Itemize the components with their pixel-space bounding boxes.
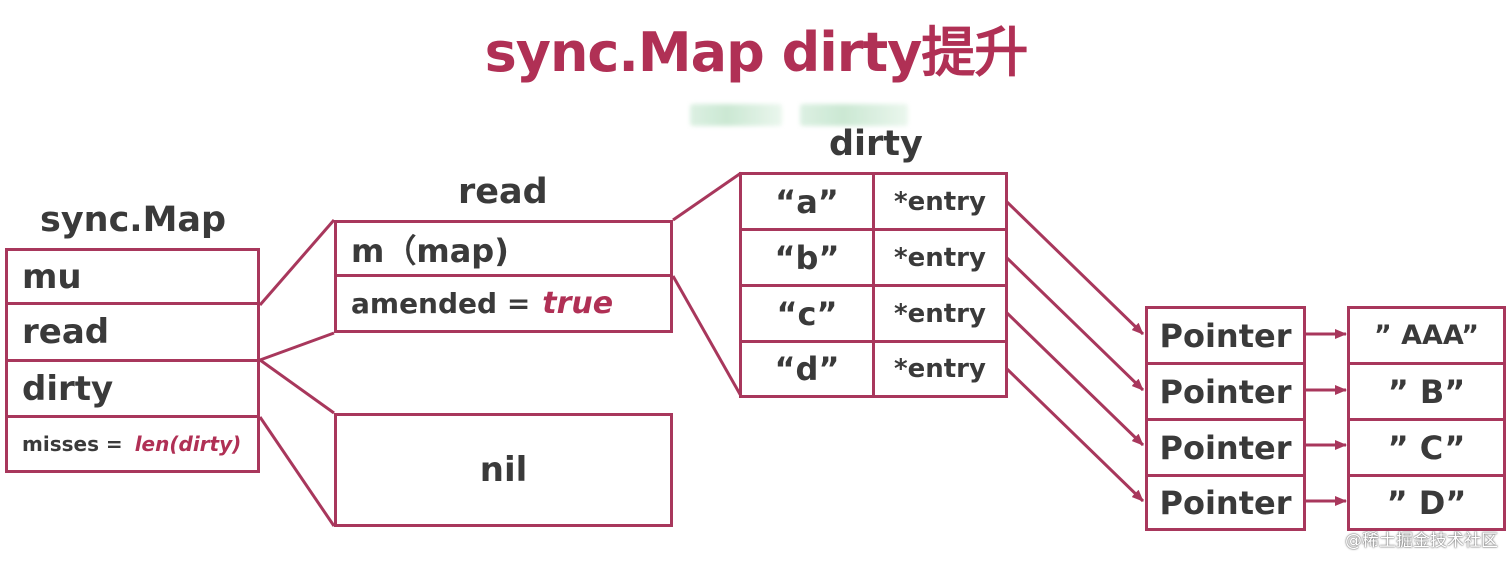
entry-text: *entry (894, 298, 986, 329)
read-field-m: m（map) (334, 220, 673, 277)
diagram-title: sync.Map dirty提升 (484, 21, 1029, 84)
pointer-box: Pointer (1145, 474, 1306, 531)
blurred-region (800, 104, 908, 126)
dirty-map-label: dirty (829, 124, 923, 164)
entry-text: *entry (894, 354, 986, 384)
watermark: @稀土掘金技术社区 (1345, 531, 1498, 551)
dirty-nil-box: nil (334, 413, 673, 527)
dirty-key-c: “c” (739, 284, 875, 343)
field-mu-text: mu (22, 256, 82, 297)
field-misses: misses = len(dirty) (5, 415, 260, 473)
entry-text: *entry (894, 242, 986, 273)
pointer-text: Pointer (1159, 372, 1292, 411)
pointer-box: Pointer (1145, 362, 1306, 421)
dirty-key-d: “d” (739, 340, 875, 398)
field-dirty: dirty (5, 359, 260, 418)
dirty-entry-b: *entry (872, 228, 1008, 287)
key-text: “d” (774, 350, 840, 388)
value-box: ” B” (1347, 362, 1506, 421)
key-text: “c” (776, 294, 838, 333)
value-text: ” C” (1387, 428, 1466, 467)
pointer-text: Pointer (1159, 316, 1292, 355)
value-box: ” C” (1347, 418, 1506, 477)
value-text: ” D” (1386, 483, 1467, 522)
misses-label: misses = (22, 432, 123, 456)
key-text: “b” (774, 238, 840, 277)
nil-text: nil (479, 450, 528, 490)
amended-label: amended = (351, 287, 531, 320)
field-read-text: read (22, 312, 110, 352)
entry-text: *entry (894, 186, 986, 217)
dirty-key-a: “a” (739, 172, 875, 231)
blurred-region (690, 104, 782, 126)
read-label: read (458, 172, 548, 212)
dirty-entry-d: *entry (872, 340, 1008, 398)
value-box: ” D” (1347, 474, 1506, 531)
field-dirty-text: dirty (22, 368, 114, 409)
pointer-text: Pointer (1159, 428, 1292, 467)
dirty-key-b: “b” (739, 228, 875, 287)
dirty-entry-a: *entry (872, 172, 1008, 231)
pointer-box: Pointer (1145, 306, 1306, 365)
read-field-amended: amended = true (334, 274, 673, 333)
pointer-text: Pointer (1159, 483, 1292, 522)
pointer-box: Pointer (1145, 418, 1306, 477)
sync-map-label: sync.Map (40, 200, 227, 240)
key-text: “a” (775, 182, 839, 221)
value-box: ” AAA” (1347, 306, 1506, 365)
dirty-entry-c: *entry (872, 284, 1008, 343)
misses-value: len(dirty) (134, 432, 242, 456)
field-mu: mu (5, 248, 260, 305)
field-read: read (5, 302, 260, 362)
amended-value: true (542, 286, 614, 321)
value-text: ” B” (1387, 372, 1466, 411)
value-text: ” AAA” (1373, 320, 1480, 351)
read-field-m-text: m（map) (351, 231, 509, 270)
